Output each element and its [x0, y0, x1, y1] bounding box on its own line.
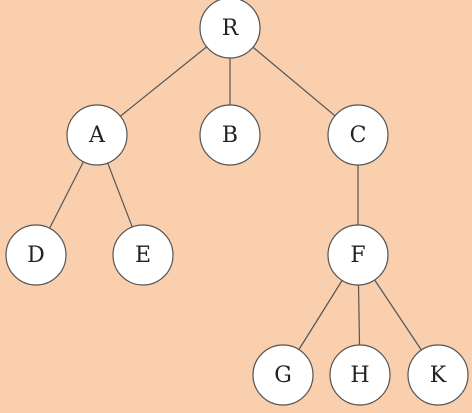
node-label-b: B [222, 123, 238, 148]
node-circle-k [407, 344, 469, 406]
node-label-a: A [88, 123, 106, 148]
node-circle-g [252, 344, 314, 406]
node-label-r: R [222, 16, 240, 41]
node-label-d: D [27, 243, 45, 268]
node-circle-f [327, 224, 389, 286]
edges-layer [35, 27, 439, 376]
node-e: E [112, 224, 174, 286]
node-label-e: E [135, 243, 151, 268]
node-g: G [252, 344, 314, 406]
node-label-g: G [274, 363, 292, 388]
node-circle-d [5, 224, 67, 286]
nodes-layer: R A B C D E F G H K [5, 0, 469, 406]
node-a: A [66, 104, 128, 166]
node-r: R [199, 0, 261, 59]
node-circle-c [327, 104, 389, 166]
node-circle-r [199, 0, 261, 59]
node-h: H [329, 344, 391, 406]
node-label-k: K [430, 363, 447, 388]
node-circle-e [112, 224, 174, 286]
node-circle-h [329, 344, 391, 406]
node-f: F [327, 224, 389, 286]
node-d: D [5, 224, 67, 286]
node-label-c: C [350, 123, 367, 148]
node-label-f: F [350, 243, 365, 268]
node-k: K [407, 344, 469, 406]
node-c: C [327, 104, 389, 166]
node-circle-a [66, 104, 128, 166]
node-circle-b [199, 104, 261, 166]
node-label-h: H [350, 363, 369, 388]
node-b: B [199, 104, 261, 166]
